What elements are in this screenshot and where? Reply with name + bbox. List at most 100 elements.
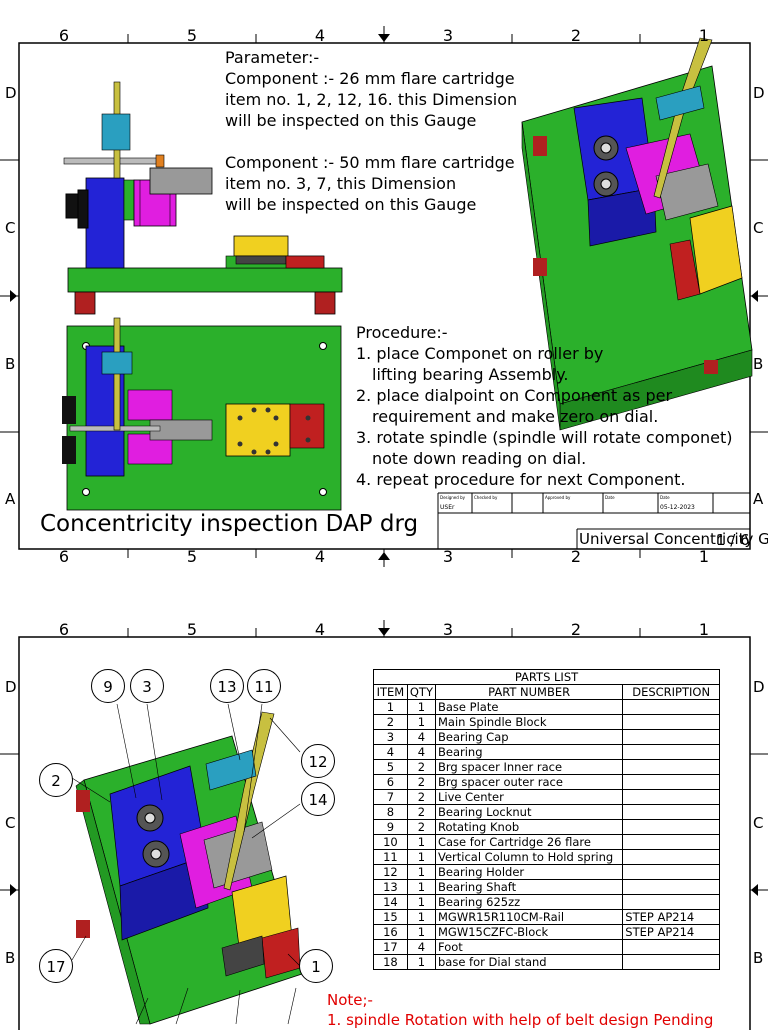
description-cell (622, 714, 720, 730)
zone-number: 1 (698, 620, 710, 639)
qty-cell: 1 (406, 864, 436, 880)
parameter-note: Parameter:- Component :- 26 mm flare car… (225, 47, 517, 215)
procedure-step: lifting bearing Assembly. (372, 365, 569, 384)
qty-cell: 1 (406, 954, 436, 970)
description-cell (622, 879, 720, 895)
parameter-line: item no. 3, 7, this Dimension (225, 174, 457, 193)
item-number-cell: 7 (373, 789, 408, 805)
note-line: 1. spindle Rotation with help of belt de… (327, 1011, 714, 1029)
item-number-cell: 2 (373, 714, 408, 730)
zone-number: 6 (58, 26, 70, 45)
item-number-cell: 6 (373, 774, 408, 790)
zone-number: 2 (570, 547, 582, 566)
item-number-cell: 13 (373, 879, 408, 895)
top-view (62, 317, 342, 511)
qty-cell: 1 (406, 879, 436, 895)
qty-cell: 1 (406, 699, 436, 715)
description-cell (622, 894, 720, 910)
procedure-step: note down reading on dial. (372, 449, 587, 468)
qty-cell: 4 (406, 939, 436, 955)
zone-letter: D (753, 84, 765, 102)
item-number-cell: 9 (373, 819, 408, 835)
drawing-sheet-2: 6 5 4 3 2 1 D C B D C B (0, 618, 768, 1030)
procedure-note: Procedure:- 1. place Componet on roller … (356, 322, 733, 490)
parts-list-column-header: QTY (406, 684, 436, 700)
part-number-cell: Bearing Locknut (434, 804, 624, 820)
zone-letter: A (753, 490, 764, 508)
description-cell (622, 804, 720, 820)
procedure-step: 2. place dialpoint on Component as per (356, 386, 673, 405)
zone-number: 5 (186, 547, 198, 566)
part-number-cell: MGW15CZFC-Block (434, 924, 624, 940)
item-balloon: 3 (130, 669, 164, 703)
sheet-number: 1 / 6 (716, 531, 750, 549)
part-number-cell: Bearing Shaft (434, 879, 624, 895)
item-balloon: 17 (39, 949, 73, 983)
parts-list-title: PARTS LIST (373, 669, 720, 685)
item-number-cell: 8 (373, 804, 408, 820)
parameter-spacer (225, 131, 517, 152)
item-balloon: 12 (301, 744, 335, 778)
description-cell (622, 699, 720, 715)
item-number-cell: 11 (373, 849, 408, 865)
item-number-cell: 15 (373, 909, 408, 925)
approved-by-label: Approved by (545, 495, 571, 500)
qty-cell: 1 (406, 924, 436, 940)
drawing-sheet-1: 6 5 4 3 2 1 6 5 4 3 2 1 D C B A D C B A … (0, 26, 768, 567)
sheet-1-border (0, 26, 768, 567)
qty-cell: 1 (406, 894, 436, 910)
item-number-cell: 14 (373, 894, 408, 910)
description-cell (622, 789, 720, 805)
item-balloon: 1 (299, 949, 333, 983)
item-balloon: 14 (301, 782, 335, 816)
description-cell: STEP AP214 (622, 909, 720, 925)
front-view (63, 81, 343, 315)
sheet-2-border (0, 620, 768, 1030)
description-cell (622, 819, 720, 835)
zone-letter: A (5, 490, 16, 508)
qty-cell: 2 (406, 774, 436, 790)
parts-list-column-header: PART NUMBER (434, 684, 624, 700)
procedure-step: 1. place Componet on roller by (356, 344, 604, 363)
date-label: Date (605, 495, 615, 500)
zone-number: 5 (186, 26, 198, 45)
zone-number: 3 (442, 547, 454, 566)
item-number-cell: 5 (373, 759, 408, 775)
item-number-cell: 16 (373, 924, 408, 940)
description-cell (622, 864, 720, 880)
description-cell (622, 759, 720, 775)
qty-cell: 2 (406, 819, 436, 835)
qty-cell: 2 (406, 804, 436, 820)
parameter-line: Component :- 26 mm flare cartridge (225, 69, 515, 88)
zone-number: 4 (314, 620, 326, 639)
zone-number: 2 (570, 26, 582, 45)
item-balloon: 13 (210, 669, 244, 703)
part-number-cell: Rotating Knob (434, 819, 624, 835)
zone-number: 3 (442, 620, 454, 639)
item-number-cell: 17 (373, 939, 408, 955)
zone-number: 3 (442, 26, 454, 45)
parameter-line: will be inspected on this Gauge (225, 195, 477, 214)
part-number-cell: Base Plate (434, 699, 624, 715)
item-balloon: 11 (247, 669, 281, 703)
zone-letter: B (5, 355, 16, 373)
qty-cell: 4 (406, 744, 436, 760)
part-number-cell: MGWR15R110CM-Rail (434, 909, 624, 925)
designed-by-value: USEr (440, 504, 455, 511)
part-number-cell: Brg spacer outer race (434, 774, 624, 790)
qty-cell: 2 (406, 789, 436, 805)
procedure-step: requirement and make zero on dial. (372, 407, 659, 426)
